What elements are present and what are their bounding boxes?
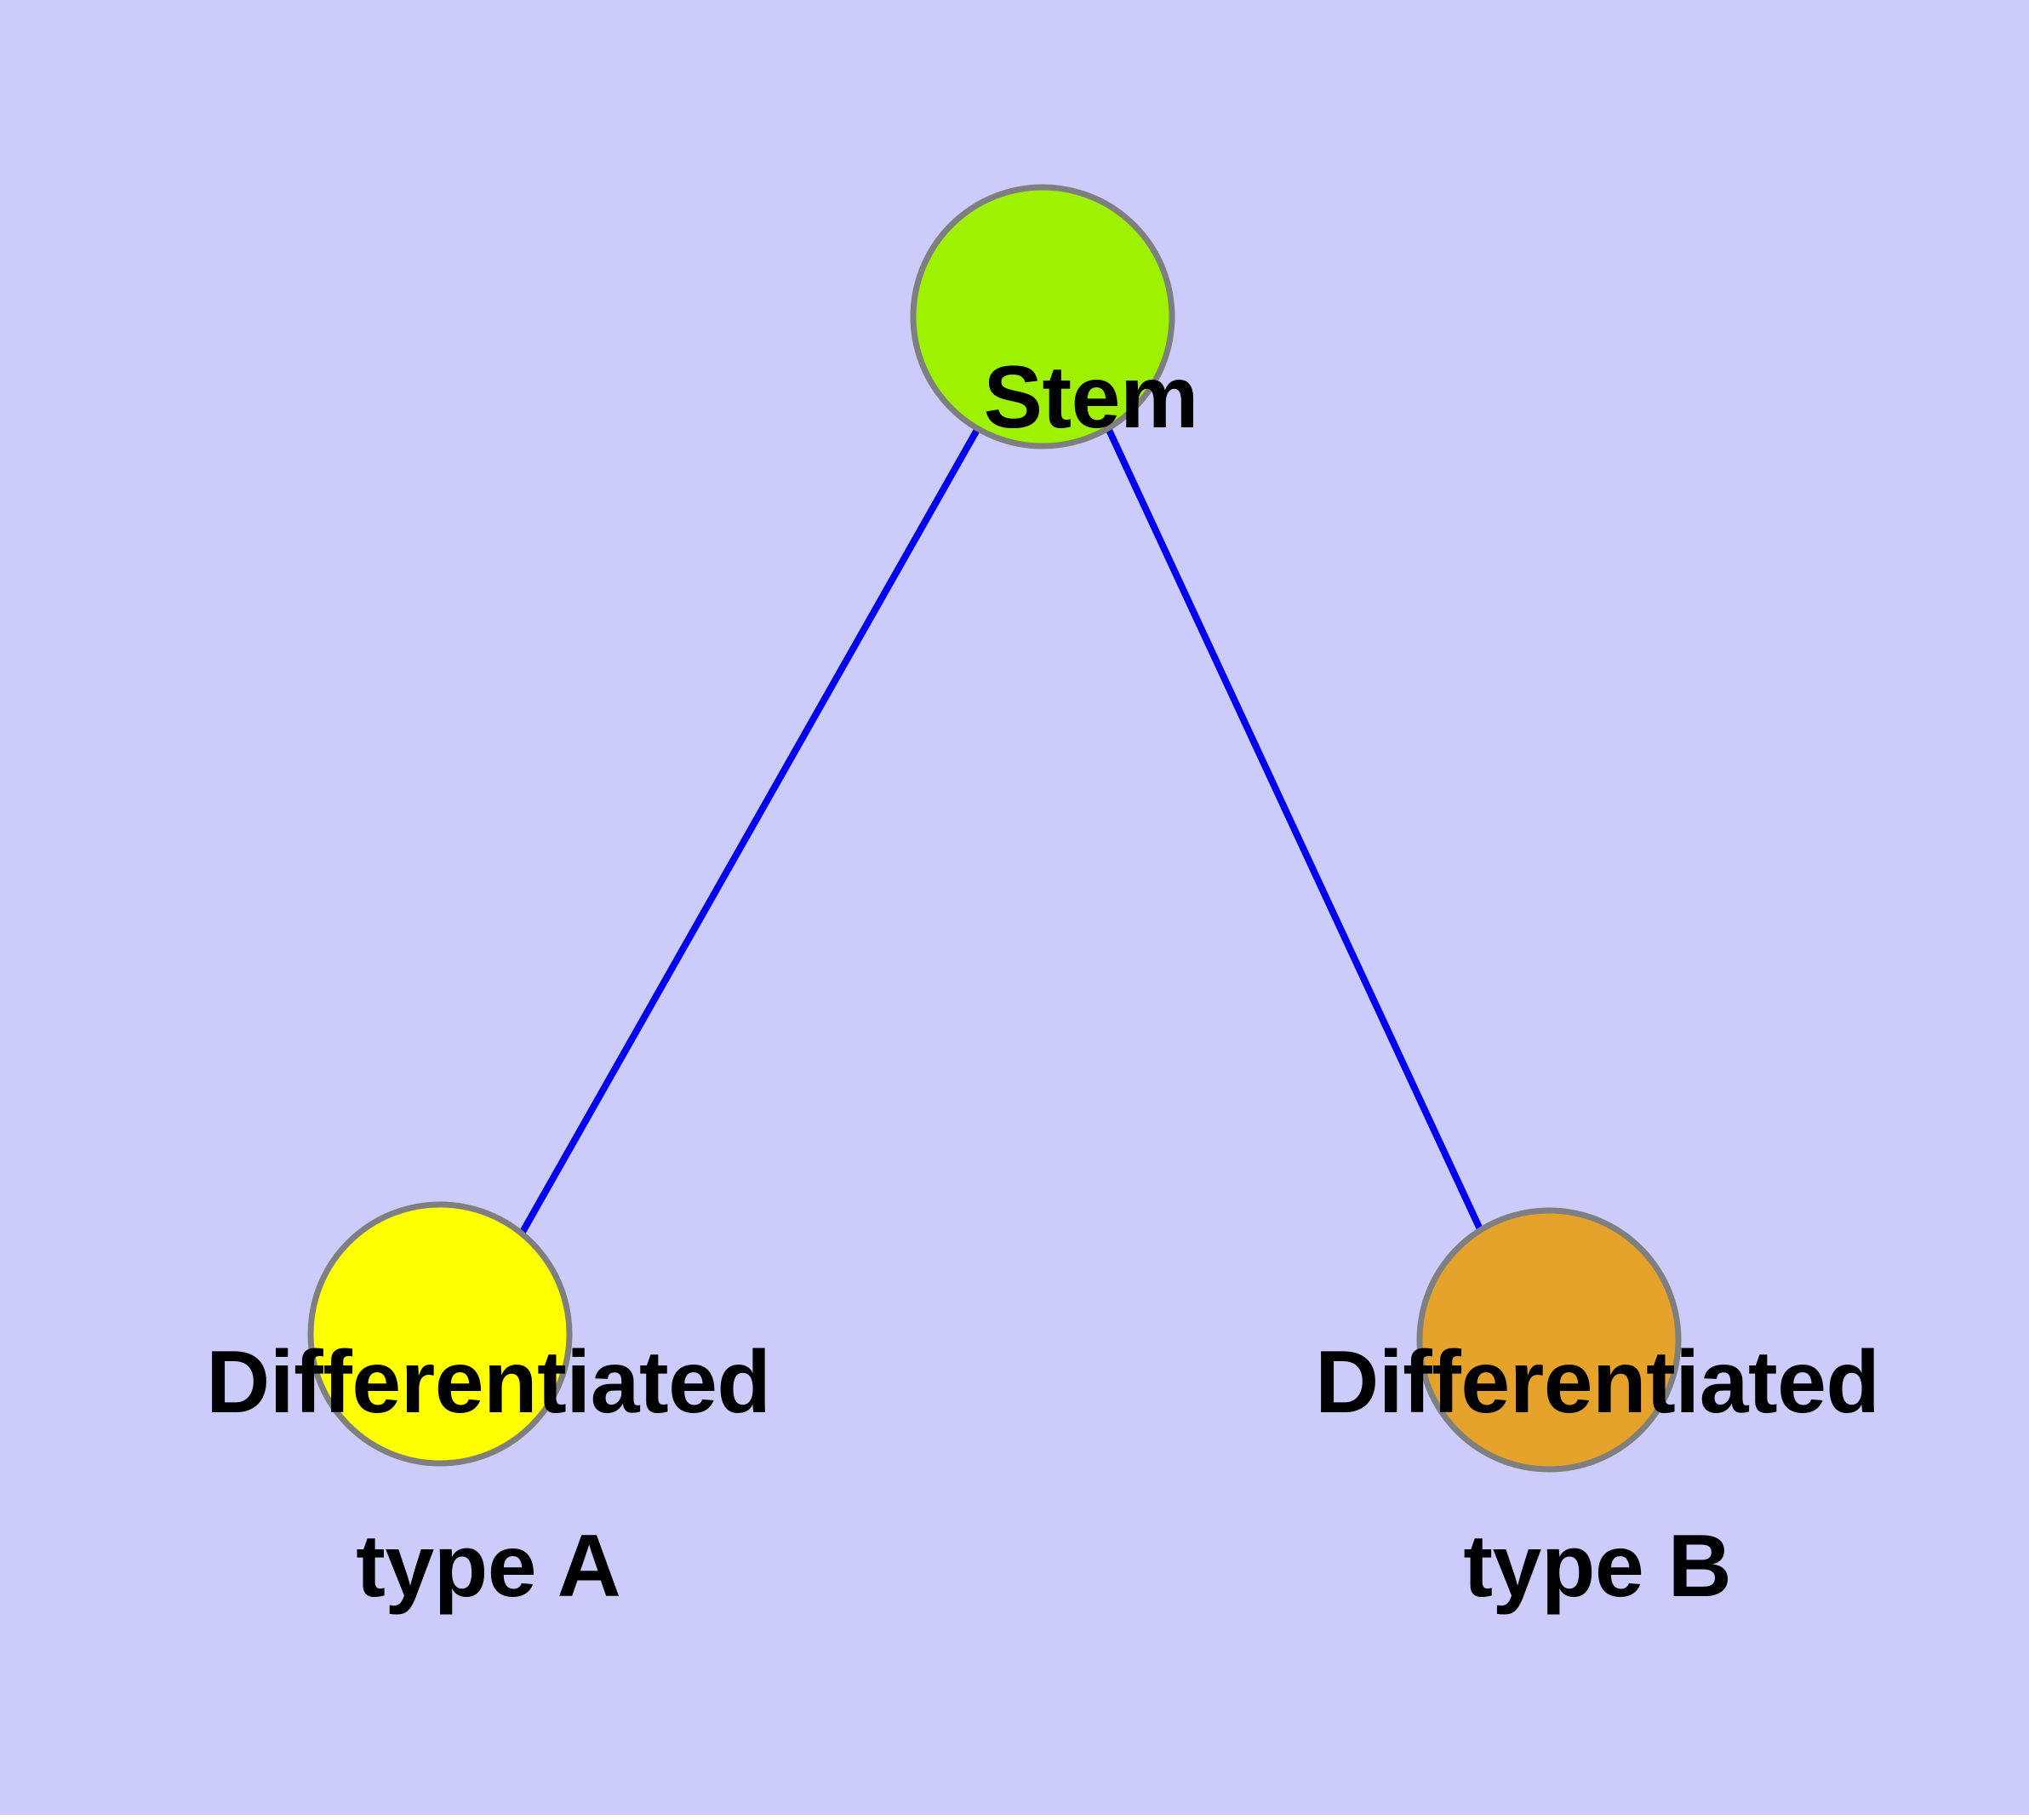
edge-layer xyxy=(518,428,1483,1235)
node-differentiated-type-b[interactable] xyxy=(1416,1207,1682,1473)
edge-stem-to-differentiated-type-a xyxy=(518,428,980,1235)
node-stem[interactable] xyxy=(910,184,1175,449)
edge-stem-to-differentiated-type-b xyxy=(1106,428,1483,1231)
bottom-margin-strip xyxy=(0,1815,2029,1820)
node-layer xyxy=(307,184,1682,1473)
node-differentiated-type-a[interactable] xyxy=(307,1201,573,1467)
